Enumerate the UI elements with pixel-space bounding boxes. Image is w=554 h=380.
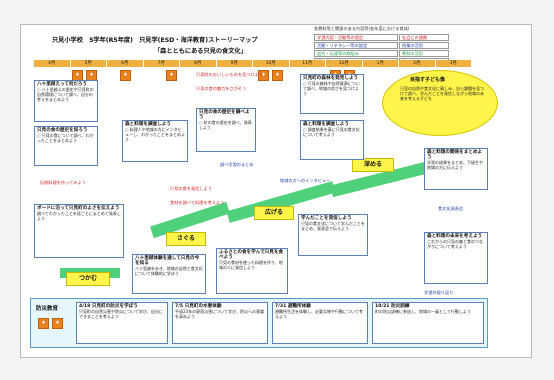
activity-box: ふるさとの食を学んで只見を食べよう 只見の食材を使った料理を作り、地域の人に発信…: [216, 248, 288, 294]
sdg-icon: ♦: [52, 318, 63, 329]
activity-body: ○ 町の食の歴史を調べ、発表しよう: [199, 120, 252, 130]
bottom-item: 7/31 避難所体験 避難所生活を体験し、必要な物や行動について考えよう: [272, 302, 368, 344]
page-title: 只見小学校 5学年(R5年度) 只見学(ESD・海洋教育)ストーリーマップ: [52, 37, 258, 44]
page-subtitle: 「森とともにある只見の食文化」: [154, 48, 247, 55]
activity-body: 八十里越を歩き、地域の自然と食文化について体験的に学ぼう: [135, 266, 203, 276]
bottom-title: 只見町の水害体験: [184, 304, 222, 309]
bottom-item: 4/18 只見町の防災を学ぼう 只見町の自然災害や防災について学び、自分にできる…: [76, 302, 168, 344]
activity-body: 只見の食材を使った料理を作り、地域の人に発信しよう: [219, 260, 283, 270]
bottom-body: 平成23年の豪雨災害について学び、防災への意識を高めよう: [175, 309, 264, 319]
step-search: さぐる: [166, 232, 206, 246]
red-note: 只見の食の魅力をさがそう: [196, 86, 247, 91]
step-deepen: 深める: [352, 158, 394, 172]
legend-item: 追究・伝達等の取組み: [314, 50, 398, 57]
activity-body: ○ 八十里越えの歴史や只見町の自然環境について調べ、自分の考えをまとめよう: [37, 87, 94, 102]
sdg-icon: ♦: [166, 70, 177, 81]
legend: 各教科等と関連のある内容等(各年度における育成) 学習内容・活動等の設定 社会と…: [314, 26, 460, 65]
legend-heading: 各教科等と関連のある内容等(各年度における育成): [314, 26, 410, 31]
month-cell: 10月: [253, 60, 290, 67]
sdg-icon: ♦: [258, 70, 269, 81]
activity-body: これからの只見の森と食のつながりについて考えよう: [427, 239, 483, 249]
month-cell: 9月: [216, 60, 253, 67]
sdg-icon: ♦: [272, 70, 283, 81]
bottom-date: 7/31: [275, 304, 287, 309]
month-cell: 12月: [326, 60, 363, 67]
blue-note: 学習の振り返り: [424, 290, 454, 295]
activity-title: 八十里越体験を通して只見の今を知る: [135, 256, 200, 266]
legend-item: 授業の活用: [399, 42, 449, 49]
bottom-body: 町の防災訓練に参加し、地域の一員として行動しよう: [375, 309, 471, 314]
goal-cloud: [382, 70, 498, 136]
red-note: 只見の食を発信しよう: [170, 186, 212, 191]
activity-box: 森と料理の未来を考えよう これからの只見の森と食のつながりについて考えよう: [424, 232, 488, 284]
activity-box: 森と料理の関係をまとめよう 学習の成果をまとめ、下級生や地域の方に伝えよう: [424, 148, 488, 190]
bottom-body: 避難所生活を体験し、必要な物や行動について考えよう: [275, 309, 363, 319]
activity-title: 森と料理を調査しよう: [303, 122, 349, 127]
activity-box: 只見町の森林を発見しよう ○ 只見の森林や自然資源について調べ、地域の良さを見つ…: [300, 74, 364, 114]
bottom-date: 4/18: [79, 304, 91, 309]
activity-box: 森と料理を調査しよう ○ 調査結果を基に只見の食文化について考えよう: [300, 120, 364, 160]
activity-title: 森と料理の未来を考えよう: [427, 234, 483, 239]
goal-body: 只見の自然や食文化に親しみ、自ら課題を見つけて調べ、学んだことを発信しながら地域…: [400, 86, 484, 101]
legend-grid: 学習内容・活動等の設定 社会との連携 活動・リテラシー等の設定 授業の活用 追究…: [314, 34, 460, 65]
red-note: 只見町のおいしいものを見つけよう: [196, 72, 264, 77]
activity-body: ○ 只見の食について調べ、わかったことをまとめよう: [37, 133, 94, 143]
bottom-title: 只見町の防災を学ぼう: [91, 304, 138, 309]
legend-item: 社会との連携: [399, 34, 449, 41]
legend-item: 学習内容・活動等の設定: [314, 34, 398, 41]
activity-box: 只見の食の歴史を知ろう ○ 只見の食について調べ、わかったことをまとめよう: [34, 126, 98, 166]
sdg-icon: ♦: [38, 318, 49, 329]
activity-title: 森と料理を調査しよう: [125, 122, 171, 127]
activity-title: 八十里越えって何だろう: [37, 82, 88, 87]
month-cell: 5月: [70, 60, 107, 67]
bottom-item: 7/5 只見町の水害体験 平成23年の豪雨災害について学び、防災への意識を高めよ…: [172, 302, 268, 344]
month-bar: 4月 5月 6月 7月 8月 9月 10月 11月 12月 1月 2月 3月: [34, 60, 472, 67]
month-cell: 11月: [289, 60, 326, 67]
activity-body: 調べてわかったことを班ごとにまとめて発表しよう: [37, 211, 121, 221]
activity-box: 学んだことを発信しよう 只見の食文化について学んだことをまとめ、発表会で伝えよう: [298, 214, 368, 256]
activity-title: 只見の食の歴史を調べよう: [199, 110, 250, 120]
activity-title: 森と料理の関係をまとめよう: [427, 150, 483, 160]
activity-title: 只見町の森林を発見しよう: [303, 76, 359, 81]
bottom-label: 防災教育: [36, 306, 59, 312]
legend-item: 活動・リテラシー等の設定: [314, 42, 398, 49]
activity-box: 只見の食の歴史を調べよう ○ 町の食の歴史を調べ、発表しよう: [196, 108, 256, 152]
month-cell: 1月: [362, 60, 399, 67]
red-note: 食材を調べて料理を考えよう: [170, 200, 225, 205]
bottom-item: 10/21 防災訓練 町の防災訓練に参加し、地域の一員として行動しよう: [372, 302, 484, 344]
month-cell: 2月: [399, 60, 436, 67]
blue-note: 食文化発表会: [438, 206, 464, 211]
step-expand: 広げる: [254, 206, 294, 220]
month-cell: 3月: [435, 60, 472, 67]
month-cell: 8月: [180, 60, 217, 67]
activity-box: 森と料理を調査しよう ○ 料理人や地域の方にインタビューし、わかったことをまとめ…: [122, 120, 188, 162]
sdg-icon: ♦: [120, 70, 131, 81]
month-cell: 6月: [107, 60, 144, 67]
bottom-date: 7/5: [175, 304, 184, 309]
activity-body: ○ 料理人や地域の方にインタビューし、わかったことをまとめよう: [125, 127, 185, 142]
red-note: 伝統料理を作ってみよう: [40, 180, 86, 185]
legend-item: 教科の活用: [399, 50, 449, 57]
goal-title: 目指す子ども像: [410, 77, 446, 83]
month-cell: 7月: [143, 60, 180, 67]
bottom-date: 10/21: [375, 304, 390, 309]
activity-body: 学習の成果をまとめ、下級生や地域の方に伝えよう: [427, 160, 483, 170]
activity-body: ○ 調査結果を基に只見の食文化について考えよう: [303, 127, 360, 137]
bottom-title: 避難所体験: [287, 304, 311, 309]
month-cell: 4月: [34, 60, 71, 67]
activity-body: ○ 只見の森林や自然資源について調べ、地域の良さを見つけよう: [303, 81, 360, 96]
blue-note: 地域の方へのインタビュー: [280, 178, 331, 183]
bottom-title: 防災訓練: [391, 304, 410, 309]
activity-box: 八十里越えって何だろう ○ 八十里越えの歴史や只見町の自然環境について調べ、自分…: [34, 80, 98, 122]
activity-title: 只見の食の歴史を知ろう: [37, 128, 88, 133]
activity-title: ボードに沿って只見町のよさを伝えよう: [37, 206, 120, 211]
activity-body: 只見の食文化について学んだことをまとめ、発表会で伝えよう: [301, 221, 365, 231]
step-grasp: つかむ: [66, 272, 110, 286]
activity-title: 学んだことを発信しよう: [301, 216, 352, 221]
activity-box: ボードに沿って只見町のよさを伝えよう 調べてわかったことを班ごとにまとめて発表し…: [34, 204, 124, 258]
activity-title: ふるさとの食を学んで只見を食べよう: [219, 250, 284, 260]
bottom-body: 只見町の自然災害や防災について学び、自分にできることを考えよう: [79, 309, 163, 319]
activity-box: 八十里越体験を通して只見の今を知る 八十里越を歩き、地域の自然と食文化について体…: [132, 254, 206, 294]
blue-note: 調べ学習のまとめ: [220, 162, 254, 167]
